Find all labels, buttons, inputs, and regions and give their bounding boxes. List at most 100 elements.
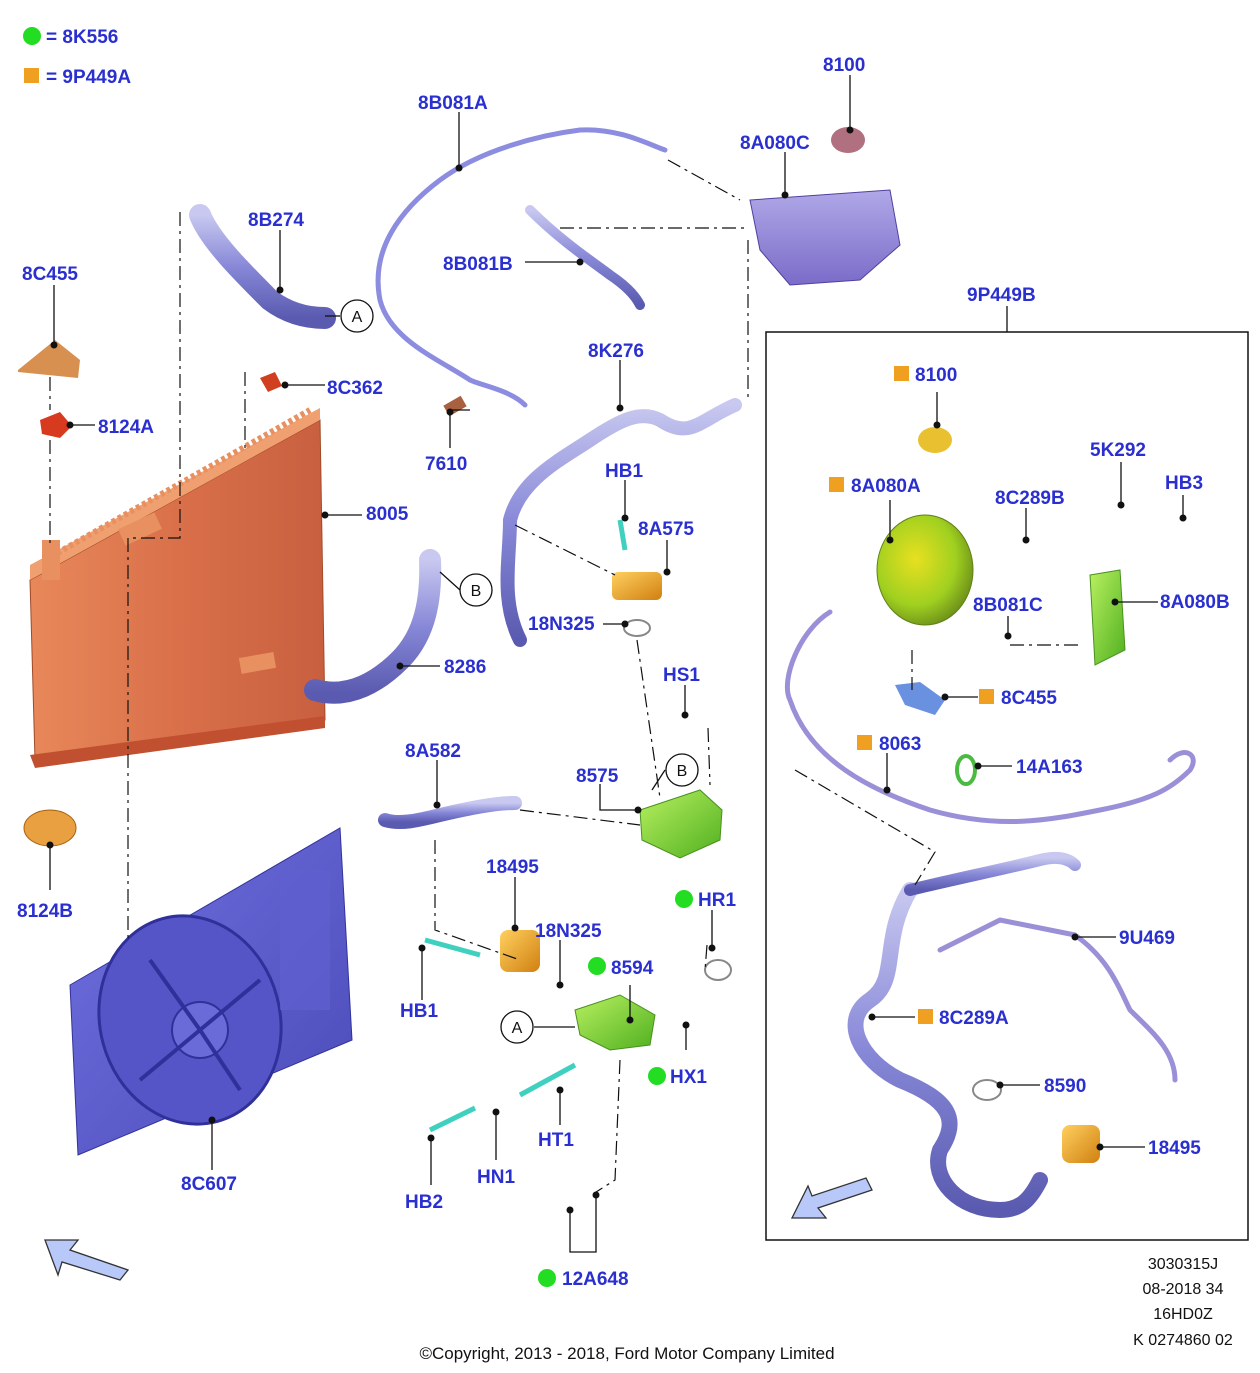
label-ht1: HT1	[538, 1130, 574, 1151]
label-8594: 8594	[611, 958, 654, 979]
green-dot-icon	[23, 27, 41, 45]
label-hb1-bottom: HB1	[400, 1001, 438, 1022]
label-kit-18495: 18495	[1148, 1138, 1201, 1159]
direction-arrow-icon	[790, 1177, 873, 1219]
label-kit-8c455: 8C455	[1001, 688, 1057, 709]
orange-square-icon	[918, 1009, 933, 1024]
label-9p449b: 9P449B	[967, 285, 1036, 306]
label-8a575: 8A575	[638, 519, 694, 540]
leader-lines	[46, 75, 1187, 1253]
callout-a-lower-text: A	[512, 1020, 523, 1037]
valve-18495-part	[500, 930, 540, 972]
bracket-8c455-part	[18, 340, 80, 378]
label-8124b: 8124B	[17, 901, 73, 922]
label-hx1: HX1	[670, 1067, 707, 1088]
label-8b081b: 8B081B	[443, 254, 513, 275]
green-dot-icon	[538, 1269, 556, 1287]
callout-a-top-text: A	[352, 309, 363, 326]
label-hn1: HN1	[477, 1167, 515, 1188]
label-hr1: HR1	[698, 890, 736, 911]
label-18n325-bottom: 18N325	[535, 921, 602, 942]
hose-8k276-part	[500, 398, 742, 647]
clip-14a163-part	[955, 754, 977, 786]
label-8005: 8005	[366, 504, 409, 525]
reference-line-1: 3030315J	[1148, 1256, 1218, 1273]
green-dot-icon	[648, 1067, 666, 1085]
label-8a080c: 8A080C	[740, 133, 810, 154]
label-kit-8b081c: 8B081C	[973, 595, 1043, 616]
hose-8b081a-part	[375, 127, 668, 408]
orange-square-icon	[829, 477, 844, 492]
callout-b-lower-text: B	[677, 763, 688, 780]
tube-8063-part	[784, 609, 1196, 825]
kit-box	[765, 331, 1249, 1241]
mount-8124b-part	[23, 809, 77, 847]
label-hb2: HB2	[405, 1192, 443, 1213]
label-8124a: 8124A	[98, 417, 154, 438]
radiator-part	[29, 407, 326, 768]
callout-a-lower	[500, 1010, 534, 1044]
reference-line-2: 08-2018 34	[1143, 1281, 1224, 1298]
housing-8a575-part	[612, 572, 662, 600]
bolt-hb1-part	[617, 519, 628, 551]
mount-8124a-part	[40, 412, 72, 438]
hose-8c289a-top	[904, 851, 1081, 896]
dash-lines	[49, 159, 1080, 1193]
orange-square-icon	[857, 735, 872, 750]
label-kit-9u469: 9U469	[1119, 928, 1175, 949]
housing-8594-part	[574, 994, 656, 1051]
fan-shroud-part	[69, 827, 353, 1156]
oring-8590-part	[972, 1079, 1002, 1101]
label-kit-hb3: HB3	[1165, 473, 1203, 494]
legend-orange-text: = 9P449A	[46, 67, 131, 88]
legend-green-text: = 8K556	[46, 27, 118, 48]
hose-8b274-part	[189, 204, 336, 329]
label-18n325-top: 18N325	[528, 614, 595, 635]
callout-b-lower	[665, 753, 699, 787]
label-hs1: HS1	[663, 665, 700, 686]
label-8c455: 8C455	[22, 264, 78, 285]
bolt-hb1b-part	[424, 937, 481, 958]
green-dot-icon	[675, 890, 693, 908]
label-8c362: 8C362	[327, 378, 383, 399]
callout-b-mid-text: B	[471, 583, 482, 600]
label-8100: 8100	[823, 55, 865, 76]
label-8k276: 8K276	[588, 341, 644, 362]
hose-8286-part	[304, 549, 442, 704]
label-18495: 18495	[486, 857, 539, 878]
reference-line-4: K 0274860 02	[1133, 1332, 1233, 1349]
label-8b081a: 8B081A	[418, 93, 488, 114]
hose-8c289a-part	[847, 882, 1048, 1218]
callout-b-mid	[459, 573, 493, 607]
label-8a582: 8A582	[405, 741, 461, 762]
orange-square-icon	[24, 68, 39, 83]
label-kit-8590: 8590	[1044, 1076, 1086, 1097]
part-labels: 8B081A 8100 8A080C 8B274 8C455 8B081B 8C…	[17, 55, 1230, 1290]
label-8575: 8575	[576, 766, 619, 787]
valve-18495-kit-part	[1062, 1125, 1100, 1163]
reference-line-3: 16HD0Z	[1153, 1306, 1213, 1323]
label-8c607: 8C607	[181, 1174, 237, 1195]
bracket-8c455-kit-part	[895, 682, 945, 715]
housing-8575-part	[639, 789, 723, 859]
copyright-text: ©Copyright, 2013 - 2018, Ford Motor Comp…	[419, 1344, 834, 1363]
label-kit-8100: 8100	[915, 365, 957, 386]
cap-8c362-part	[260, 372, 282, 392]
callout-a-top	[340, 299, 374, 333]
green-dot-icon	[588, 957, 606, 975]
hose-8a582-part	[378, 796, 522, 830]
hose-8b081b-part	[525, 205, 645, 310]
label-kit-8a080b: 8A080B	[1160, 592, 1230, 613]
label-hb1-top: HB1	[605, 461, 643, 482]
label-kit-8063: 8063	[879, 734, 921, 755]
pump-8a080b-part	[1089, 569, 1126, 666]
label-kit-14a163: 14A163	[1016, 757, 1083, 778]
orange-square-icon	[894, 366, 909, 381]
label-12a648: 12A648	[562, 1269, 629, 1290]
label-kit-5k292: 5K292	[1090, 440, 1146, 461]
label-8b274: 8B274	[248, 210, 304, 231]
label-kit-8c289b: 8C289B	[995, 488, 1065, 509]
oring-hr1-part	[704, 959, 732, 981]
label-7610: 7610	[425, 454, 467, 475]
